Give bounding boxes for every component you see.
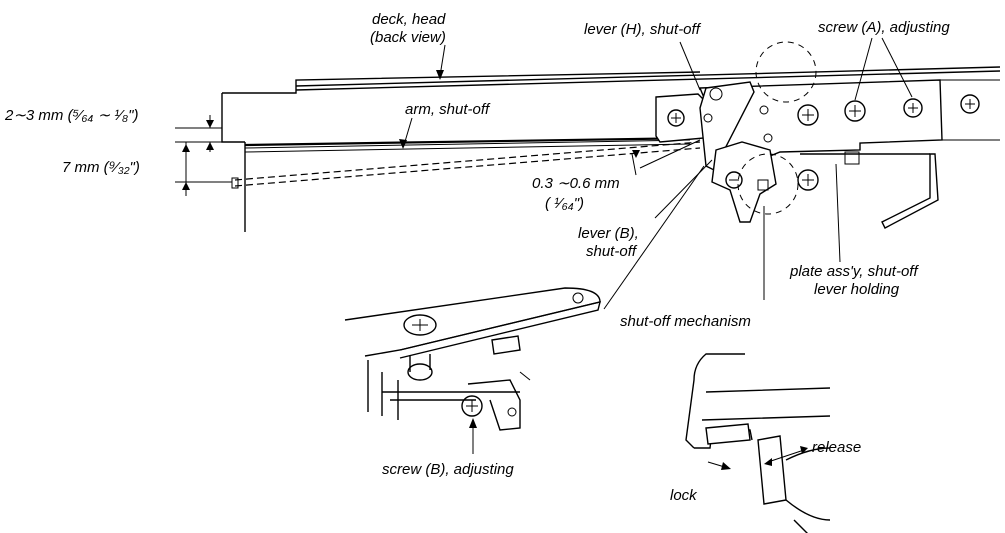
label-lock: lock	[670, 487, 698, 504]
label-deck-head: deck, head	[372, 11, 446, 28]
label-screw-b: screw (B), adjusting	[382, 461, 514, 478]
label-release: release	[812, 439, 861, 456]
label-screw-a: screw (A), adjusting	[818, 19, 950, 36]
label-dim-164in: ( ¹⁄₆₄")	[545, 195, 584, 212]
dimension-marks	[175, 115, 701, 196]
label-dim-03-06mm: 0.3 ∼0.6 mm	[532, 175, 620, 192]
deck-head-assembly	[221, 66, 1001, 232]
shutoff-arm	[231, 136, 701, 189]
label-plate-lever-holding: lever holding	[814, 281, 900, 298]
label-dim-2-3mm: 2∼3 mm (⁵⁄₆₄ ∼ ¹⁄₈")	[4, 107, 138, 124]
label-arm-shutoff: arm, shut-off	[405, 101, 491, 118]
label-plate-assy: plate ass'y, shut-off	[789, 263, 919, 280]
leader-lines	[399, 37, 913, 310]
shutoff-mechanism-top	[655, 41, 1000, 229]
label-lever-b-shutoff: shut-off	[586, 243, 638, 260]
label-shutoff-mechanism: shut-off mechanism	[620, 313, 751, 330]
label-lever-b: lever (B),	[578, 225, 639, 242]
text-labels: deck, head (back view) lever (H), shut-o…	[4, 11, 950, 504]
label-dim-7mm: 7 mm (⁹⁄₃₂")	[62, 159, 140, 176]
lock-release-detail	[685, 353, 831, 533]
screw-b-detail	[344, 287, 601, 454]
label-deck-head-back-view: (back view)	[370, 29, 446, 46]
label-lever-h: lever (H), shut-off	[584, 21, 702, 38]
